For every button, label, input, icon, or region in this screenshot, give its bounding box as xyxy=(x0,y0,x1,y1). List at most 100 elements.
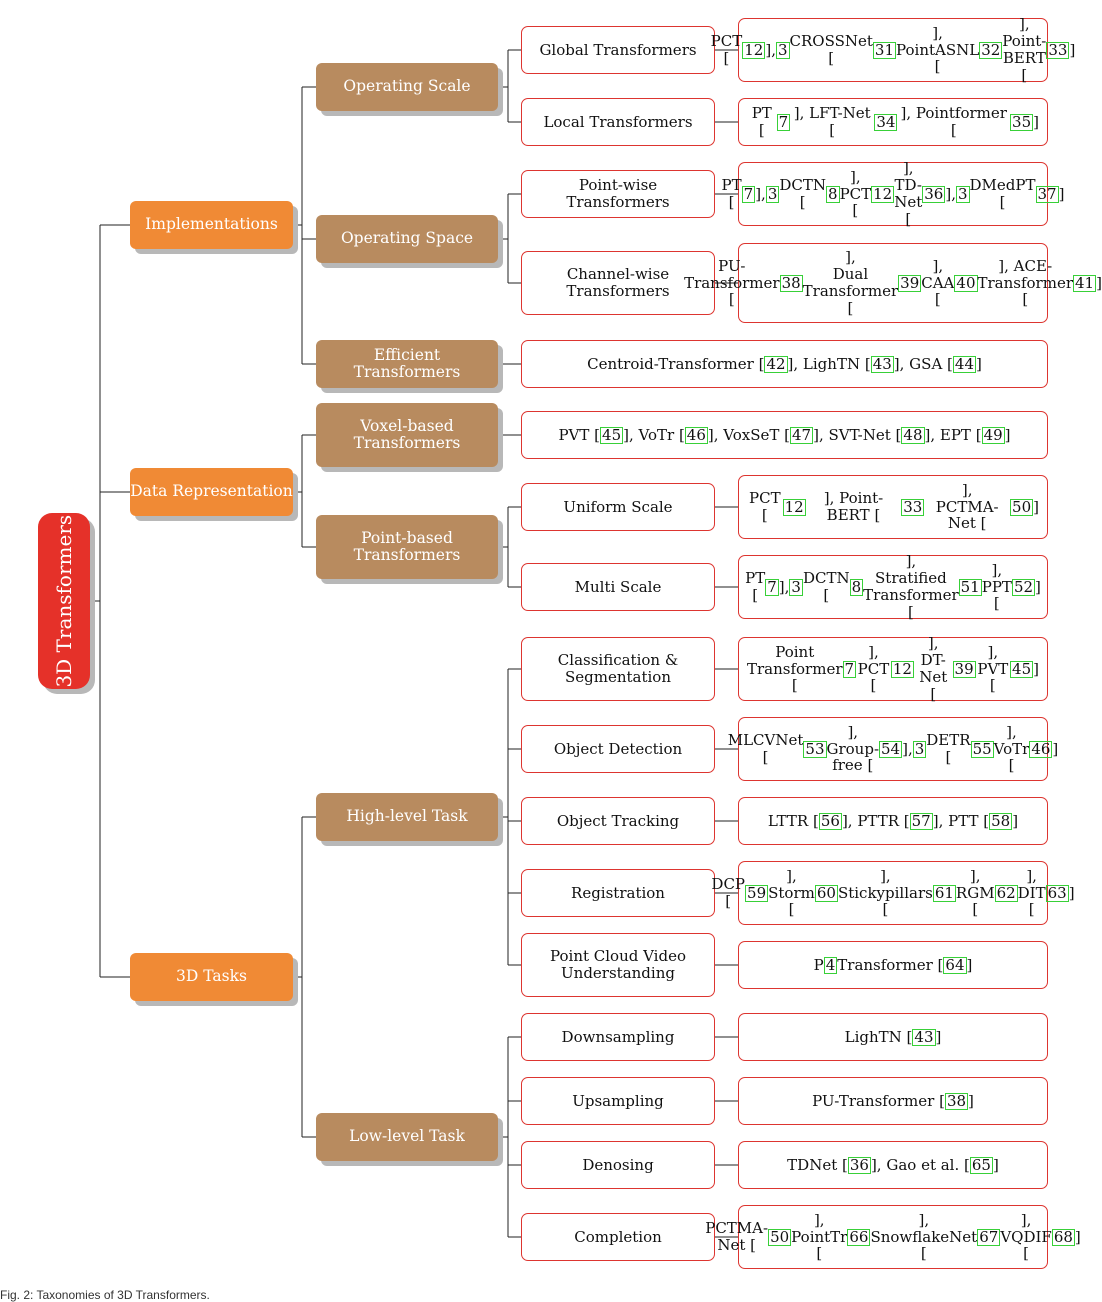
citation-number[interactable]: 55 xyxy=(970,739,994,758)
node-operating-scale: Operating Scale xyxy=(316,63,498,111)
citation-number[interactable]: 43 xyxy=(870,354,894,373)
citation-number[interactable]: 57 xyxy=(909,811,933,830)
citation-number[interactable]: 7 xyxy=(842,659,857,678)
node-3d-tasks: 3D Tasks xyxy=(130,953,293,1001)
citation-number[interactable]: 8 xyxy=(849,577,864,596)
citation-number[interactable]: 44 xyxy=(952,354,976,373)
citation-number[interactable]: 35 xyxy=(1010,112,1034,131)
leaf-downsampling-methods: LighTN [43] xyxy=(738,1013,1048,1061)
citation-number[interactable]: 46 xyxy=(684,425,708,444)
node-denosing: Denosing xyxy=(521,1141,715,1189)
node-point-wise-transformers: Point-wise Transformers xyxy=(521,170,715,218)
citation-number[interactable]: 36 xyxy=(922,184,946,203)
citation-number[interactable]: 3 xyxy=(955,184,970,203)
citation-number[interactable]: 45 xyxy=(1010,659,1034,678)
citation-number[interactable]: 54 xyxy=(879,739,903,758)
node-channel-wise-transformers: Channel-wise Transformers xyxy=(521,251,715,315)
node-operating-space: Operating Space xyxy=(316,215,498,263)
citation-number[interactable]: 12 xyxy=(742,40,766,59)
node-object-tracking: Object Tracking xyxy=(521,797,715,845)
citation-number[interactable]: 33 xyxy=(1046,40,1070,59)
node-point-cloud-video-understanding: Point Cloud Video Understanding xyxy=(521,933,715,997)
leaf-local-methods: PT [7], LFT-Net [34], Pointformer [35] xyxy=(738,98,1048,146)
leaf-denosing-methods: TDNet [36], Gao et al. [65] xyxy=(738,1141,1048,1189)
citation-number[interactable]: 3 xyxy=(789,577,803,596)
citation-number[interactable]: 34 xyxy=(874,112,898,131)
leaf-completion-methods: PCTMA-Net [50], PointTr [66], SnowflakeN… xyxy=(705,1205,1081,1269)
node-voxel-based-transformers: Voxel-based Transformers xyxy=(316,403,498,467)
citation-number[interactable]: 58 xyxy=(989,811,1013,830)
citation-number[interactable]: 67 xyxy=(977,1227,1001,1246)
root-node: 3D Transformers xyxy=(38,513,90,689)
node-uniform-scale: Uniform Scale xyxy=(521,483,715,531)
citation-number[interactable]: 53 xyxy=(803,739,827,758)
citation-number[interactable]: 40 xyxy=(954,273,978,292)
citation-number[interactable]: 52 xyxy=(1011,577,1036,596)
citation-number[interactable]: 45 xyxy=(600,425,624,444)
node-local-transformers: Local Transformers xyxy=(521,98,715,146)
node-registration: Registration xyxy=(521,869,715,917)
citation-number[interactable]: 62 xyxy=(994,883,1018,902)
citation-number[interactable]: 56 xyxy=(818,811,842,830)
citation-number[interactable]: 66 xyxy=(847,1227,871,1246)
leaf-channel-wise-methods: PU-Transformer [38], Dual Transformer [3… xyxy=(684,243,1102,323)
citation-number[interactable]: 3 xyxy=(912,739,927,758)
citation-number[interactable]: 61 xyxy=(932,883,956,902)
citation-number[interactable]: 38 xyxy=(944,1091,969,1110)
citation-number[interactable]: 32 xyxy=(979,40,1003,59)
citation-number[interactable]: 31 xyxy=(872,40,896,59)
citation-number[interactable]: 37 xyxy=(1035,184,1059,203)
node-efficient-transformers: Efficient Transformers xyxy=(316,340,498,388)
node-data-representation: Data Representation xyxy=(130,468,293,516)
leaf-voxel-methods: PVT [45], VoTr [46], VoxSeT [47], SVT-Ne… xyxy=(521,411,1048,459)
citation-number[interactable]: 3 xyxy=(775,40,790,59)
citation-number[interactable]: 65 xyxy=(969,1155,993,1174)
citation-number[interactable]: 60 xyxy=(814,883,838,902)
citation-number[interactable]: 51 xyxy=(958,577,982,596)
citation-number[interactable]: 47 xyxy=(790,425,814,444)
citation-number[interactable]: 39 xyxy=(952,659,976,678)
citation-number[interactable]: 42 xyxy=(764,354,788,373)
citation-number[interactable]: 8 xyxy=(826,184,840,203)
citation-number[interactable]: 33 xyxy=(901,497,925,516)
citation-number[interactable]: 43 xyxy=(912,1027,936,1046)
leaf-registration-methods: DCP [59], Storm [60], Stickypillars [61]… xyxy=(711,861,1075,925)
node-multi-scale: Multi Scale xyxy=(521,563,715,611)
leaf-classification-methods: Point Transformer [7], PCT [12], DT-Net … xyxy=(738,635,1048,702)
citation-number[interactable]: 7 xyxy=(741,184,756,203)
node-point-based-transformers: Point-based Transformers xyxy=(316,515,498,579)
citation-number[interactable]: 48 xyxy=(901,425,925,444)
citation-number[interactable]: 3 xyxy=(765,184,780,203)
taxonomy-diagram: 3D Transformers Implementations Data Rep… xyxy=(0,15,1102,1302)
citation-number[interactable]: 41 xyxy=(1073,273,1097,292)
root-label: 3D Transformers xyxy=(51,514,76,688)
citation-number[interactable]: 68 xyxy=(1051,1227,1075,1246)
citation-number[interactable]: 39 xyxy=(898,273,922,292)
citation-number[interactable]: 12 xyxy=(782,497,806,516)
citation-number[interactable]: 49 xyxy=(981,425,1005,444)
citation-number[interactable]: 64 xyxy=(943,955,967,974)
node-implementations: Implementations xyxy=(130,201,293,249)
citation-number[interactable]: 46 xyxy=(1029,739,1053,758)
citation-number[interactable]: 63 xyxy=(1045,883,1069,902)
citation-number[interactable]: 50 xyxy=(768,1227,792,1246)
citation-number[interactable]: 50 xyxy=(1010,497,1034,516)
citation-number[interactable]: 12 xyxy=(890,659,914,678)
leaf-uniform-scale-methods: PCT [12], Point-BERT [33], PCTMA-Net [50… xyxy=(738,475,1048,539)
citation-number[interactable]: 38 xyxy=(779,273,803,292)
node-completion: Completion xyxy=(521,1213,715,1261)
citation-number[interactable]: 4 xyxy=(823,955,838,974)
citation-number[interactable]: 36 xyxy=(847,1155,871,1174)
leaf-efficient-methods: Centroid-Transformer [42], LighTN [43], … xyxy=(521,340,1048,388)
node-upsampling: Upsampling xyxy=(521,1077,715,1125)
citation-number[interactable]: 7 xyxy=(776,112,791,131)
node-low-level-task: Low-level Task xyxy=(316,1113,498,1161)
citation-number[interactable]: 7 xyxy=(765,577,779,596)
citation-number[interactable]: 59 xyxy=(745,883,769,902)
node-global-transformers: Global Transformers xyxy=(521,26,715,74)
citation-number[interactable]: 12 xyxy=(871,184,895,203)
